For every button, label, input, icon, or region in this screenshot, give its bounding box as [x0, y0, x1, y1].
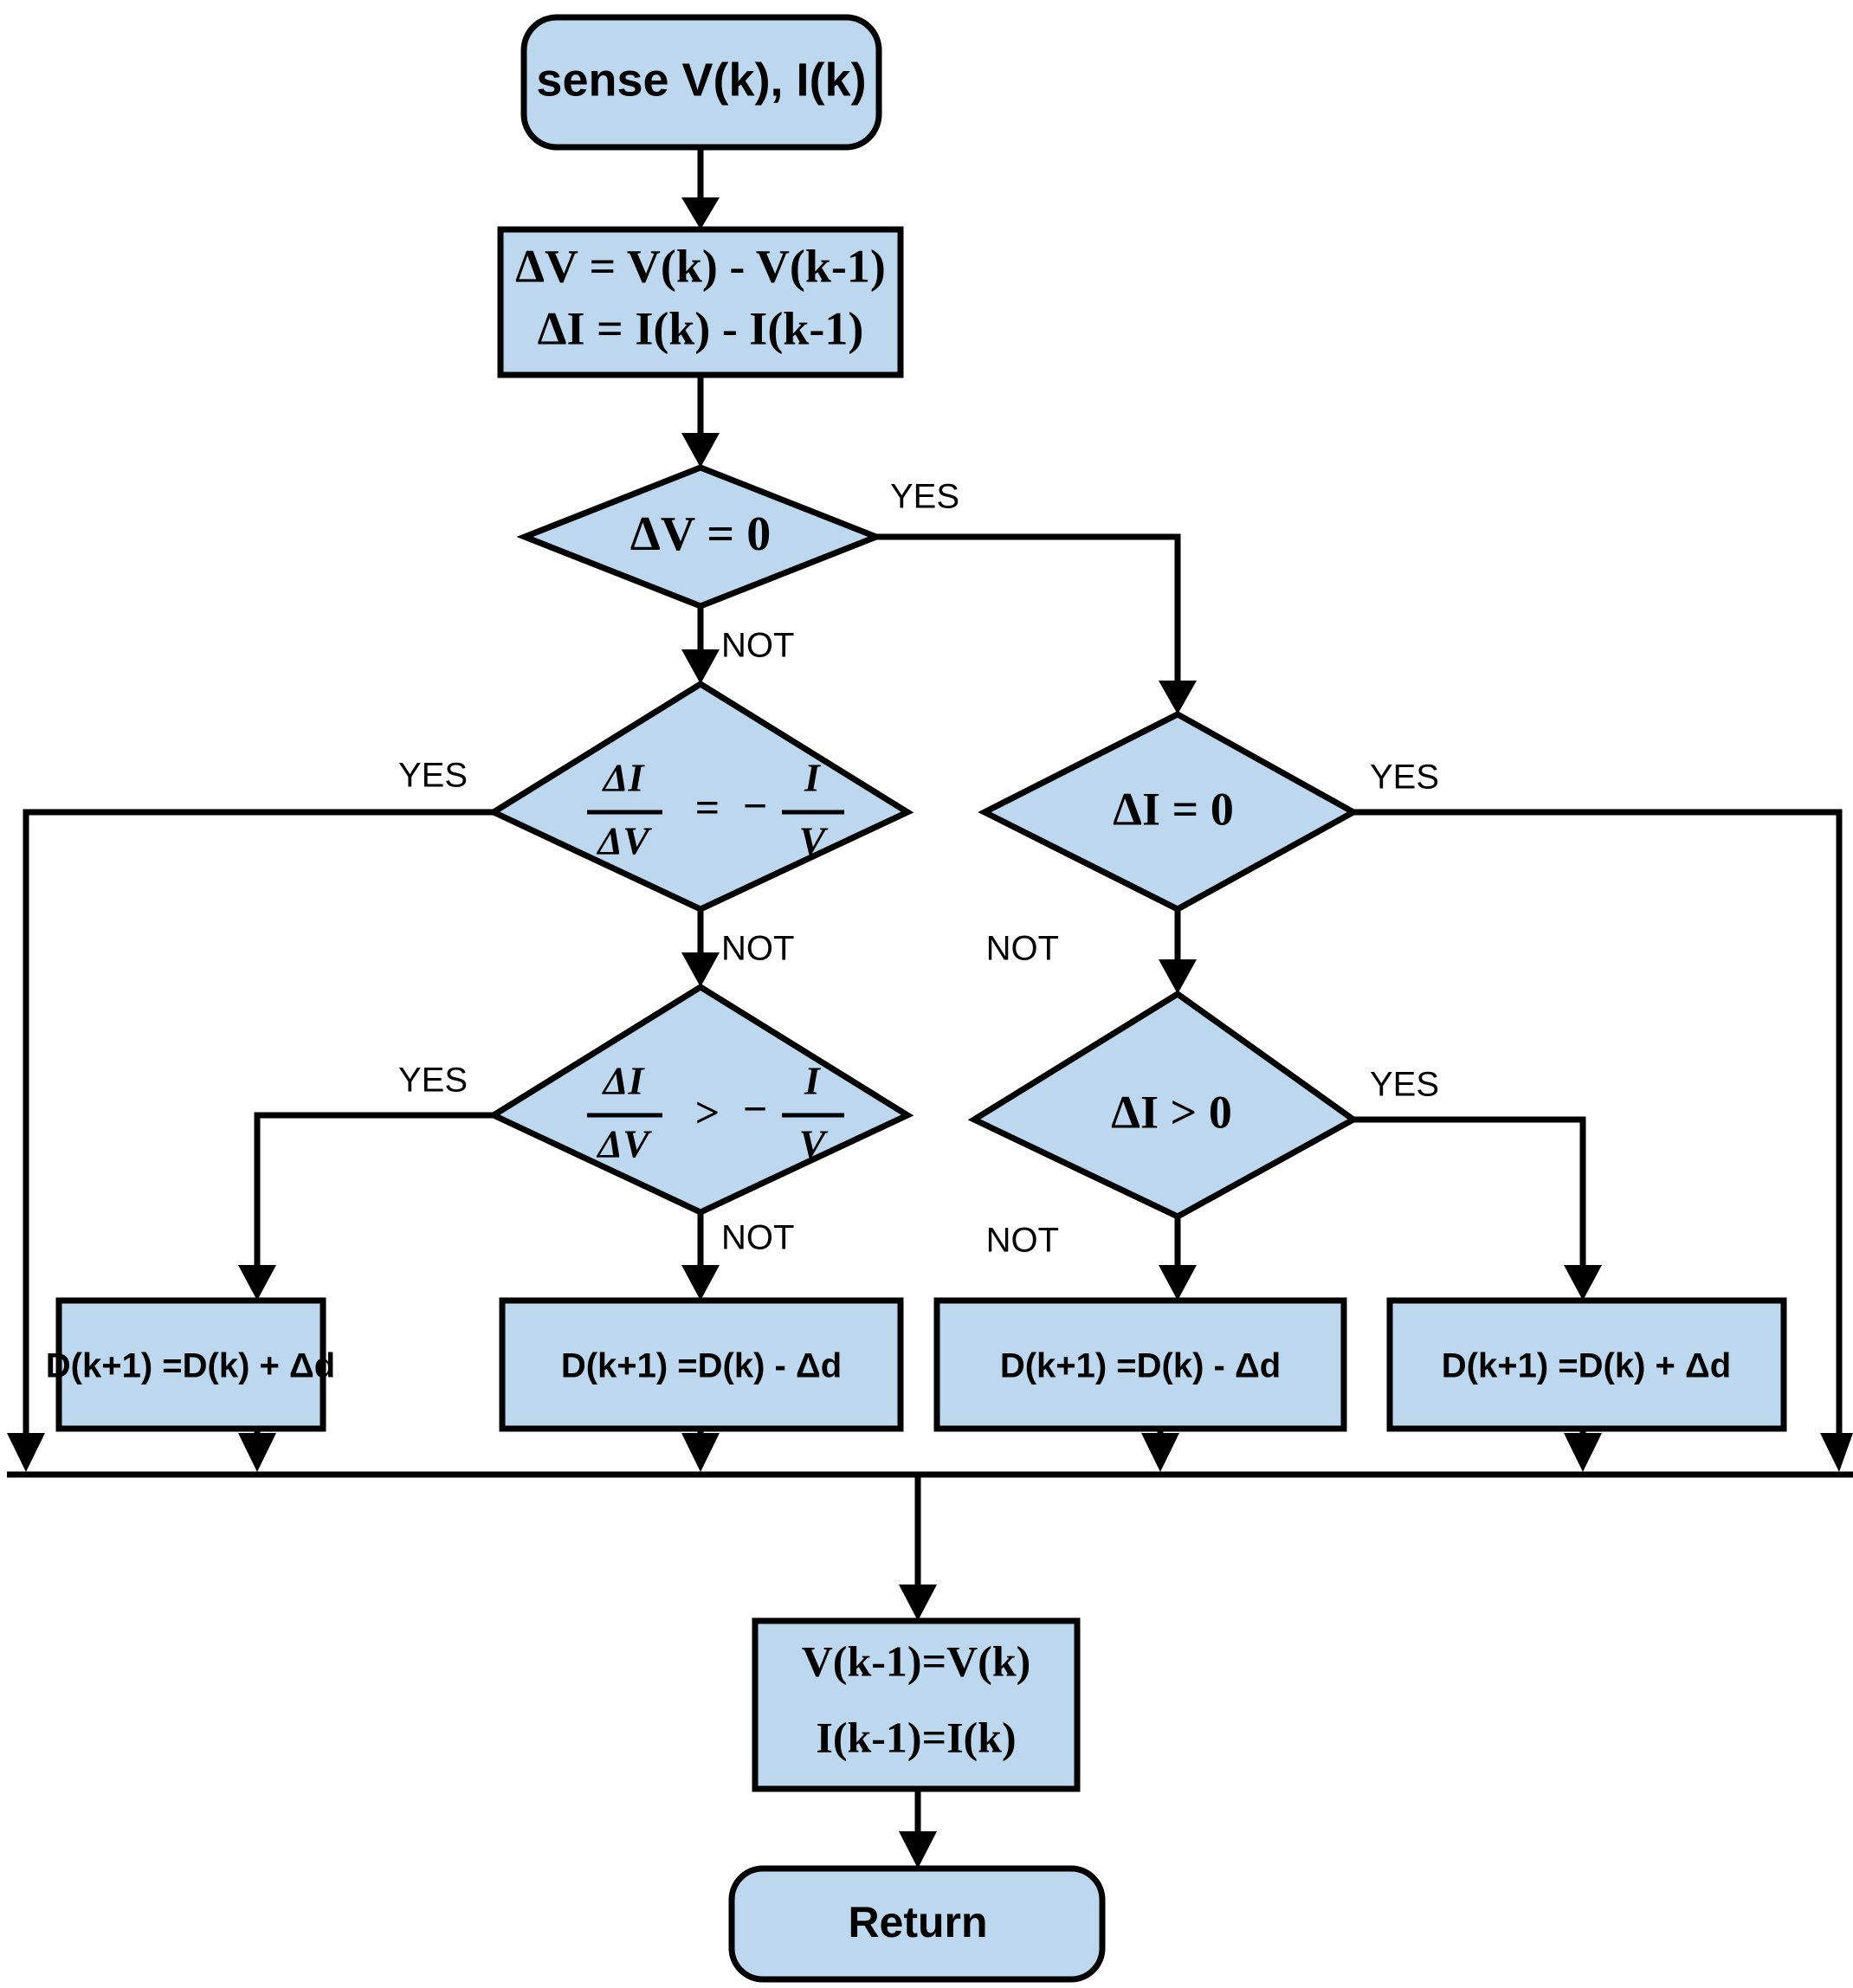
cond-gt-operator: > — [695, 1088, 720, 1136]
action1-label: D(k+1) =D(k) + Δd — [46, 1347, 335, 1385]
start-shape[interactable] — [520, 14, 882, 151]
arrowhead-dvzero-yes — [1159, 681, 1197, 714]
return-label: Return — [848, 1898, 987, 1946]
arrowhead-merge-to-update — [899, 1585, 937, 1621]
action1-shape[interactable] — [55, 1297, 326, 1432]
arrowhead-condgt-yes — [238, 1265, 276, 1301]
di-gt-zero-shape[interactable] — [967, 990, 1359, 1220]
di-gt-zero-label: ΔI > 0 — [1111, 1086, 1232, 1138]
cond-eq-numerator-right: I — [804, 756, 822, 800]
action4-label: D(k+1) =D(k) + Δd — [1442, 1347, 1731, 1385]
dv-zero-shape[interactable] — [516, 464, 885, 610]
cond-gt-numerator-right: I — [804, 1059, 822, 1103]
arrowhead-condeq-not — [681, 952, 720, 987]
node-dv-zero[interactable]: ΔV = 0 — [516, 464, 885, 610]
node-start[interactable]: sense V(k), I(k) — [520, 14, 882, 151]
arrowhead-action2-to-merge — [681, 1433, 720, 1472]
node-di-zero[interactable]: ΔI = 0 — [978, 711, 1360, 913]
di-zero-shape[interactable] — [978, 711, 1360, 913]
edge-labels: YES NOT YES NOT YES NOT YES NOT YES NOT — [398, 478, 1439, 1260]
arrowhead-action3-to-merge — [1141, 1433, 1179, 1472]
node-action3[interactable]: D(k+1) =D(k) - Δd — [933, 1297, 1347, 1432]
edge-label-digt-not: NOT — [986, 1222, 1059, 1260]
node-action2[interactable]: D(k+1) =D(k) - Δd — [499, 1297, 904, 1432]
dv-zero-label: ΔV = 0 — [630, 507, 771, 561]
arrowhead-action4-to-merge — [1564, 1433, 1602, 1472]
node-update[interactable]: V(k-1)=V(k) I(k-1)=I(k) — [752, 1617, 1081, 1792]
edge-label-dizero-not: NOT — [986, 930, 1059, 968]
delta-calc-shape[interactable] — [497, 226, 904, 378]
cond-gt-numerator-left: ΔI — [602, 1059, 646, 1103]
cond-eq-minus: − — [743, 781, 768, 829]
action3-shape[interactable] — [933, 1297, 1347, 1432]
node-cond-eq[interactable]: ΔI ΔV = − I V — [487, 680, 914, 913]
node-action1[interactable]: D(k+1) =D(k) + Δd — [46, 1297, 335, 1432]
cond-gt-denominator-right: V — [799, 1122, 829, 1166]
edge-label-dizero-yes: YES — [1370, 758, 1439, 797]
edge-dizero-yes-to-merge — [1353, 809, 1843, 1437]
arrowhead-dizero-yes — [1820, 1433, 1853, 1472]
arrowhead-dvzero-not — [681, 649, 720, 684]
arrowhead-digt-not — [1159, 1265, 1197, 1301]
update-line2: I(k-1)=I(k) — [816, 1713, 1016, 1761]
edge-dvzero-yes-to-dizero — [876, 533, 1181, 684]
cond-eq-denominator-left: ΔV — [596, 819, 652, 863]
arrowhead-condgt-not — [681, 1265, 720, 1301]
start-label: sense V(k), I(k) — [536, 54, 866, 106]
arrowhead-update-to-return — [899, 1831, 937, 1869]
cond-eq-denominator-right: V — [799, 819, 829, 863]
edge-label-condeq-not: NOT — [721, 930, 794, 968]
edge-label-dvzero-yes: YES — [890, 478, 959, 516]
cond-eq-operator: = — [695, 783, 720, 831]
arrowhead-condeq-yes — [7, 1433, 45, 1472]
arrowhead-delta-to-dvzero — [681, 433, 720, 468]
update-line1: V(k-1)=V(k) — [802, 1636, 1031, 1685]
cond-gt-denominator-left: ΔV — [596, 1122, 652, 1166]
edge-label-condgt-not: NOT — [721, 1219, 794, 1257]
arrowhead-start-to-delta — [681, 197, 720, 229]
cond-gt-minus: − — [743, 1084, 768, 1133]
return-shape[interactable] — [728, 1865, 1106, 1983]
action4-shape[interactable] — [1386, 1297, 1787, 1432]
edge-label-condeq-yes: YES — [398, 757, 468, 795]
update-shape[interactable] — [752, 1617, 1081, 1792]
connectors — [7, 147, 1853, 1869]
node-action4[interactable]: D(k+1) =D(k) + Δd — [1386, 1297, 1787, 1432]
edge-condeq-yes-to-merge — [23, 809, 494, 1437]
node-return[interactable]: Return — [728, 1865, 1106, 1983]
edge-label-condgt-yes: YES — [398, 1062, 468, 1100]
cond-eq-numerator-left: ΔI — [602, 756, 646, 800]
cond-gt-shape[interactable] — [487, 983, 914, 1216]
edge-label-dvzero-not: NOT — [721, 627, 794, 665]
action3-label: D(k+1) =D(k) - Δd — [1000, 1347, 1281, 1385]
action2-shape[interactable] — [499, 1297, 904, 1432]
cond-eq-shape[interactable] — [487, 680, 914, 913]
delta-calc-line2: ΔI = I(k) - I(k-1) — [538, 302, 864, 354]
delta-calc-line1: ΔV = V(k) - V(k-1) — [515, 240, 886, 292]
node-cond-gt[interactable]: ΔI ΔV > − I V — [487, 983, 914, 1216]
edge-digt-yes-to-action4 — [1353, 1116, 1586, 1268]
node-di-gt-zero[interactable]: ΔI > 0 — [967, 990, 1359, 1220]
action2-label: D(k+1) =D(k) - Δd — [561, 1347, 842, 1385]
edge-label-digt-yes: YES — [1370, 1066, 1439, 1104]
di-zero-label: ΔI = 0 — [1113, 783, 1234, 835]
node-delta-calc[interactable]: ΔV = V(k) - V(k-1) ΔI = I(k) - I(k-1) — [497, 226, 904, 378]
arrowhead-action1-to-merge — [238, 1433, 276, 1472]
arrowhead-digt-yes — [1564, 1265, 1602, 1301]
edge-condgt-yes-to-action1 — [254, 1112, 494, 1268]
arrowhead-dizero-not — [1159, 959, 1197, 994]
